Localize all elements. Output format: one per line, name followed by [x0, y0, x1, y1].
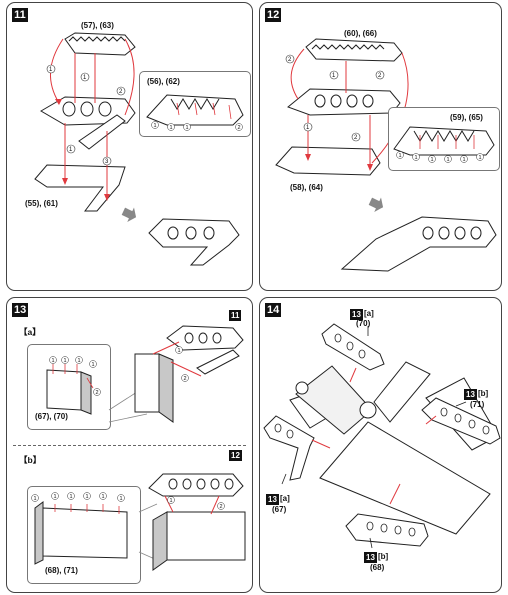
- svg-text:1: 1: [399, 153, 402, 159]
- svg-text:1: 1: [52, 358, 55, 364]
- step-12-illustration: 2 1 2 1 2: [275, 38, 497, 272]
- svg-text:1: 1: [102, 494, 105, 500]
- top-part-label: (57), (63): [81, 21, 114, 30]
- svg-text:1: 1: [479, 155, 482, 161]
- reference-step-badge: 13: [364, 552, 377, 563]
- svg-text:1: 1: [332, 73, 336, 79]
- step-12-panel: 12 (60), (66) (58), (64) 2 1 2 1: [259, 2, 502, 291]
- roof-middle-piece: [287, 88, 401, 116]
- svg-text:1: 1: [447, 157, 450, 163]
- assembled-result: [148, 218, 240, 266]
- step-11-panel: 11 (57), (63) (55), (61): [6, 2, 253, 291]
- reference-tag: [b]: [478, 389, 489, 398]
- glue-marks: 1 1 2 1 3: [46, 64, 126, 166]
- reference-step-badge: 12: [229, 450, 242, 461]
- reference-tag: [b]: [378, 552, 389, 561]
- reference-tag: [a]: [364, 309, 374, 318]
- svg-text:2: 2: [378, 73, 382, 79]
- svg-text:2: 2: [288, 57, 292, 63]
- base-piece: [34, 164, 126, 212]
- svg-text:2: 2: [238, 125, 241, 131]
- svg-text:2: 2: [119, 89, 123, 95]
- base-part-label: (58), (64): [290, 183, 323, 192]
- step-11-illustration: 1 1 2 1 3: [34, 32, 240, 266]
- svg-text:1: 1: [70, 494, 73, 500]
- base-piece: [275, 146, 381, 176]
- next-arrow: [368, 197, 384, 212]
- step-number-badge: 13: [12, 303, 29, 317]
- step-13-panel: 13 【a】 【b】 11 12 (67), (70) (68), (71) 1…: [6, 297, 253, 593]
- svg-text:1: 1: [92, 362, 95, 368]
- reference-step-badge: 13: [464, 389, 477, 400]
- svg-text:1: 1: [69, 147, 73, 153]
- next-arrow: [121, 207, 137, 222]
- guide-lines: [290, 48, 409, 171]
- svg-text:1: 1: [34, 496, 37, 502]
- svg-text:1: 1: [186, 125, 189, 131]
- reference-tag: [a]: [280, 494, 290, 503]
- substep-divider: [13, 445, 246, 446]
- reference-part-label: (71): [470, 400, 485, 409]
- step-number-badge: 11: [12, 8, 28, 22]
- part-label-a: (67), (70): [35, 412, 68, 421]
- guide-lines: [49, 38, 135, 201]
- svg-text:1: 1: [54, 494, 57, 500]
- roof-middle-piece: [40, 96, 136, 150]
- reference-step-badge: 13: [266, 494, 279, 505]
- svg-text:1: 1: [49, 67, 53, 73]
- assembled-result: [340, 216, 497, 272]
- step-number-badge: 12: [265, 8, 282, 22]
- svg-text:2: 2: [184, 376, 187, 382]
- top-part-label: (60), (66): [344, 29, 377, 38]
- svg-text:1: 1: [154, 123, 157, 129]
- inset-part-label: (56), (62): [147, 77, 180, 86]
- svg-text:1: 1: [83, 75, 87, 81]
- svg-text:2: 2: [354, 135, 358, 141]
- part-label-b: (68), (71): [45, 566, 78, 575]
- svg-text:1: 1: [178, 348, 181, 354]
- inset-illustration: 1 1 1 2: [146, 94, 244, 131]
- reference-step-badge: 11: [229, 310, 242, 321]
- svg-text:1: 1: [64, 358, 67, 364]
- step-14-panel: 14: [259, 297, 502, 593]
- reference-part-label: (68): [370, 563, 385, 572]
- svg-text:1: 1: [78, 358, 81, 364]
- svg-text:1: 1: [415, 155, 418, 161]
- svg-text:1: 1: [463, 157, 466, 163]
- step-13-illustration: 1 1 1 1 2 1 2: [31, 325, 246, 571]
- reference-part-label: (70): [356, 319, 371, 328]
- substep-b-label: 【b】: [19, 455, 42, 465]
- reference-step-badge: 13: [350, 309, 363, 320]
- svg-text:1: 1: [120, 496, 123, 502]
- inset-illustration: 1 1 1 1 1 1: [393, 126, 495, 163]
- svg-text:3: 3: [105, 159, 109, 165]
- step-number-badge: 14: [265, 303, 282, 317]
- assembled-model-illustration: [263, 323, 501, 549]
- base-part-label: (55), (61): [25, 199, 58, 208]
- substep-a-label: 【a】: [19, 327, 41, 337]
- reference-part-label: (67): [272, 505, 287, 514]
- svg-text:1: 1: [306, 125, 310, 131]
- svg-text:2: 2: [220, 504, 223, 510]
- svg-text:1: 1: [431, 157, 434, 163]
- svg-text:1: 1: [170, 498, 173, 504]
- svg-text:1: 1: [86, 494, 89, 500]
- svg-text:2: 2: [96, 390, 99, 396]
- svg-text:1: 1: [170, 125, 173, 131]
- inset-part-label: (59), (65): [450, 113, 483, 122]
